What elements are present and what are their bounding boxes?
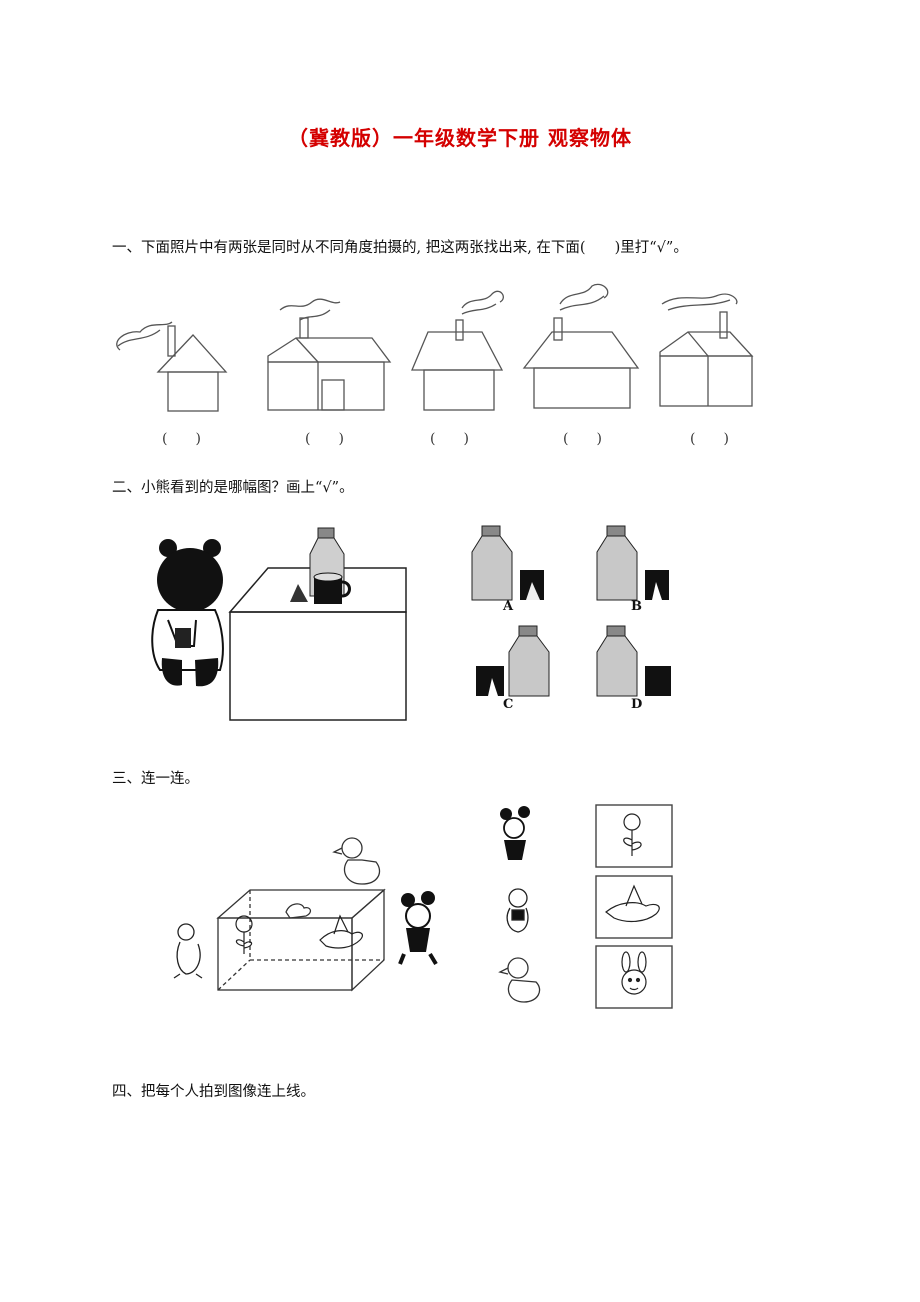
option-a-picture (471, 525, 544, 601)
mouse-icon (506, 888, 529, 933)
option-b-label[interactable]: B (631, 599, 642, 614)
option-c-picture (476, 625, 550, 697)
mouse-icon (398, 891, 438, 966)
small-object-icon (290, 584, 308, 602)
q3-scene (173, 804, 673, 1009)
option-b-picture (596, 525, 669, 601)
bird-icon (319, 914, 364, 949)
cup-icon (313, 572, 351, 604)
answer-bracket-2[interactable]: ( ) (305, 431, 344, 447)
answer-bracket-3[interactable]: ( ) (430, 431, 469, 447)
mouse-icon (173, 923, 203, 979)
flower-frame (595, 804, 673, 868)
house-icon (116, 321, 228, 412)
mouse-icon (500, 806, 530, 860)
flower-icon (235, 915, 253, 954)
question-1-text: 一、下面照片中有两张是同时从不同角度拍摄的, 把这两张找出来, 在下面( )里打… (112, 240, 688, 256)
answer-bracket-5[interactable]: ( ) (690, 431, 729, 447)
option-d-picture (596, 625, 671, 697)
q1-houses (116, 283, 754, 412)
option-d-label[interactable]: D (631, 697, 643, 712)
house-icon (522, 283, 640, 409)
table-icon (228, 567, 407, 721)
box-icon (216, 888, 386, 992)
bird-frame (595, 875, 673, 939)
house-icon (411, 290, 504, 411)
rabbit-frame (595, 945, 673, 1009)
house-icon (267, 298, 392, 411)
question-3-text: 三、连一连。 (112, 771, 199, 787)
duck-icon (285, 903, 312, 919)
page-title: （冀教版）一年级数学下册 观察物体 (288, 126, 632, 150)
answer-bracket-1[interactable]: ( ) (162, 431, 201, 447)
bird-icon (605, 884, 660, 923)
question-2-text: 二、小熊看到的是哪幅图？画上“√”。 (112, 480, 354, 496)
answer-bracket-4[interactable]: ( ) (563, 431, 602, 447)
q2-scene (151, 525, 671, 721)
house-icon (659, 293, 754, 407)
option-c-label[interactable]: C (503, 697, 514, 712)
duck-icon (332, 837, 381, 885)
option-a-label[interactable]: A (503, 599, 514, 614)
bear-icon (151, 539, 224, 687)
question-4-text: 四、把每个人拍到图像连上线。 (112, 1084, 315, 1100)
rabbit-icon (621, 951, 647, 995)
duck-icon (498, 957, 541, 1003)
flower-icon (623, 813, 642, 856)
